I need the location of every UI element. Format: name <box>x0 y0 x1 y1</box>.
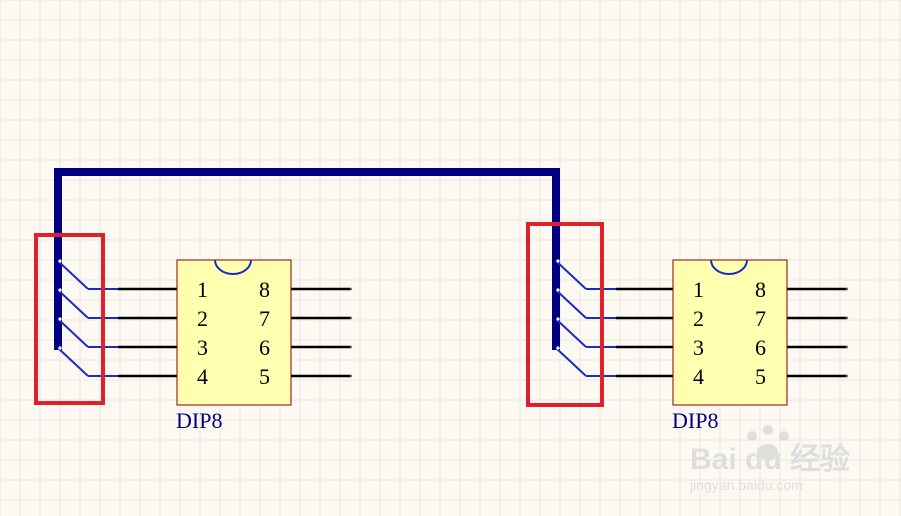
entry-node <box>58 288 62 292</box>
pin-end <box>349 287 353 291</box>
pin-wires-left <box>118 287 177 378</box>
entry-node <box>58 259 62 263</box>
dip8-component-1[interactable]: 1 2 3 4 8 7 6 5 DIP8 <box>34 233 353 433</box>
pin-label-2: 2 <box>693 306 704 331</box>
bus-entries <box>555 259 616 377</box>
entry-node <box>556 346 560 350</box>
entry-node <box>556 288 560 292</box>
component-designator: DIP8 <box>672 408 718 433</box>
watermark-url: jingyan.baidu.com <box>689 477 803 493</box>
pin-label-7: 7 <box>259 306 270 331</box>
pin-label-1: 1 <box>197 277 208 302</box>
entry-node <box>58 346 62 350</box>
bus-entry <box>57 318 89 348</box>
pin-label-2: 2 <box>197 306 208 331</box>
bus-entry <box>57 289 89 319</box>
ic-body <box>672 259 788 406</box>
bus-entries <box>57 259 118 377</box>
pin-label-5: 5 <box>755 364 766 389</box>
pin-end <box>845 345 849 349</box>
entry-node <box>556 317 560 321</box>
bus-entry <box>57 260 89 290</box>
pin-label-1: 1 <box>693 277 704 302</box>
pin-end <box>845 287 849 291</box>
watermark-brand: Bai du 经验 <box>690 442 850 476</box>
paw-logo <box>747 425 789 460</box>
pin-label-4: 4 <box>693 364 704 389</box>
bus-entry <box>57 347 89 377</box>
pin-label-4: 4 <box>197 364 208 389</box>
pin-wires-left <box>616 287 673 378</box>
pin-wires-right <box>787 287 849 378</box>
pin-label-8: 8 <box>259 277 270 302</box>
pin-label-3: 3 <box>693 335 704 360</box>
pin1-notch <box>214 259 252 275</box>
highlight-box <box>526 222 604 407</box>
entry-node <box>58 317 62 321</box>
bus-line <box>54 168 560 350</box>
component-designator: DIP8 <box>176 408 222 433</box>
pin-wires-right <box>291 287 353 378</box>
highlight-box <box>34 233 105 405</box>
bus-entry <box>555 347 587 377</box>
pin-label-3: 3 <box>197 335 208 360</box>
bus-entry <box>555 260 587 290</box>
pin-end <box>349 374 353 378</box>
bus-entry <box>555 318 587 348</box>
pin-end <box>845 374 849 378</box>
pin-label-8: 8 <box>755 277 766 302</box>
pin-label-6: 6 <box>259 335 270 360</box>
entry-node <box>556 259 560 263</box>
bus-entry <box>555 289 587 319</box>
pin-label-5: 5 <box>259 364 270 389</box>
pin-end <box>349 316 353 320</box>
pin1-notch <box>710 259 748 275</box>
dip8-component-2[interactable]: 1 2 3 4 8 7 6 5 DIP8 <box>526 222 849 433</box>
pin-end <box>845 316 849 320</box>
pin-end <box>349 345 353 349</box>
pin-label-7: 7 <box>755 306 766 331</box>
watermark: Bai du 经验 jingyan.baidu.com <box>689 425 850 493</box>
pin-label-6: 6 <box>755 335 766 360</box>
ic-body <box>176 259 292 406</box>
